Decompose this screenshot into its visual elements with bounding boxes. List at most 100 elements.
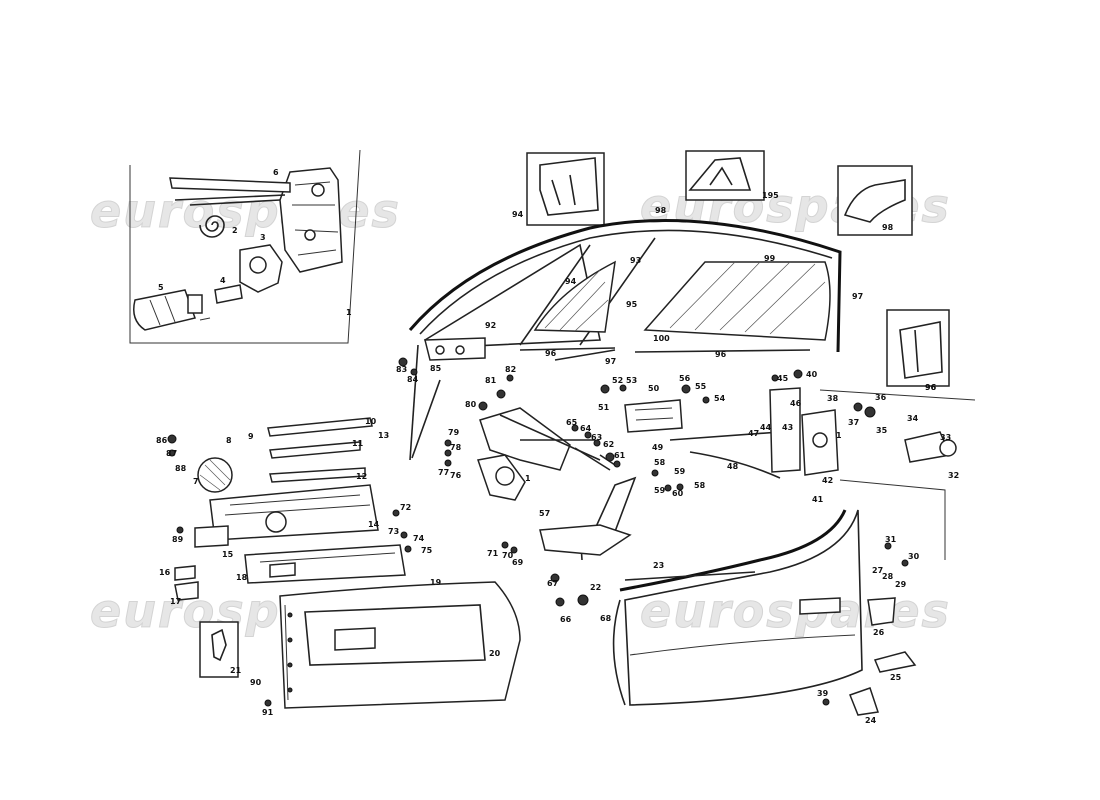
callout-c29: 29: [895, 580, 907, 589]
callout-c96c: 96: [925, 383, 937, 392]
callout-c89: 89: [172, 535, 184, 544]
callout-c99: 99: [764, 254, 776, 263]
callout-c2: 2: [232, 226, 238, 235]
callout-c85: 85: [430, 364, 442, 373]
window-regulator: [477, 407, 637, 561]
callout-c27: 27: [872, 566, 883, 575]
callout-c98: 98: [655, 206, 667, 215]
door-lock-assembly: [624, 387, 976, 560]
callout-c4: 4: [220, 276, 226, 285]
callout-c38: 38: [827, 394, 839, 403]
callout-c22: 22: [590, 583, 601, 592]
callout-c74: 74: [413, 534, 425, 543]
callout-c48: 48: [727, 462, 739, 471]
seal-section-195-box: [685, 150, 765, 201]
callout-c42: 42: [822, 476, 833, 485]
callout-c92: 92: [485, 321, 496, 330]
seal-profile-sketches: [526, 150, 950, 387]
callout-c95: 95: [626, 300, 638, 309]
trim-clips: [287, 612, 293, 693]
callout-c46: 46: [790, 399, 802, 408]
callout-c53: 53: [626, 376, 637, 385]
callout-c97b: 97: [605, 357, 616, 366]
callout-c61: 61: [614, 451, 626, 460]
callout-c95b: 195: [762, 191, 779, 200]
callout-c76: 76: [450, 471, 462, 480]
callout-c7: 7: [193, 477, 199, 486]
seal-section-98-box: [837, 165, 913, 236]
callout-c84: 84: [407, 375, 419, 384]
callout-c54: 54: [714, 394, 726, 403]
callout-c35: 35: [876, 426, 888, 435]
callout-c63: 63: [591, 433, 602, 442]
callout-c55: 55: [695, 382, 707, 391]
callout-c12: 12: [356, 472, 367, 481]
callout-c13: 13: [378, 431, 389, 440]
callout-c91: 91: [262, 708, 274, 717]
callout-c6: 6: [273, 168, 279, 177]
callout-c30: 30: [908, 552, 920, 561]
callout-c100: 100: [653, 334, 670, 343]
callout-c60: 60: [672, 489, 684, 498]
callout-c5: 5: [158, 283, 164, 292]
callout-c56: 56: [679, 374, 691, 383]
callout-c18: 18: [236, 573, 248, 582]
callout-c96b: 96: [715, 350, 727, 359]
callout-c26: 26: [873, 628, 885, 637]
callout-c90: 90: [250, 678, 262, 687]
callout-c15: 15: [222, 550, 234, 559]
callout-c96: 96: [545, 349, 557, 358]
callout-c59b: 59: [654, 486, 666, 495]
callout-c24: 24: [865, 716, 877, 725]
callout-c78: 78: [450, 443, 462, 452]
callout-c67: 67: [547, 579, 558, 588]
callout-c23: 23: [653, 561, 664, 570]
callout-c28: 28: [882, 572, 894, 581]
callout-c37: 37: [848, 418, 859, 427]
callout-c14: 14: [368, 520, 380, 529]
callout-c11: 11: [352, 439, 364, 448]
callout-c98b: 98: [882, 223, 894, 232]
callout-c17: 17: [170, 597, 181, 606]
callout-c16: 16: [159, 568, 171, 577]
callout-c3: 3: [260, 233, 266, 242]
callout-c45: 45: [777, 374, 789, 383]
watermark-bottom-right: eurospares: [640, 584, 951, 638]
callout-c10: 10: [365, 417, 377, 426]
callout-c93: 93: [630, 256, 641, 265]
callout-c1b: 1: [525, 474, 531, 483]
callout-c82: 82: [505, 365, 516, 374]
callout-c40: 40: [806, 370, 818, 379]
callout-c87: 87: [166, 449, 177, 458]
callout-c81: 81: [485, 376, 497, 385]
seal-section-94-box: [526, 152, 605, 226]
regulator-motor-inset: [129, 149, 361, 344]
callout-c44: 44: [760, 423, 772, 432]
callout-c9: 9: [248, 432, 254, 441]
callout-c32: 32: [948, 471, 959, 480]
callout-c64: 64: [580, 424, 592, 433]
callout-c25: 25: [890, 673, 902, 682]
callout-c66: 66: [560, 615, 572, 624]
callout-c79: 79: [448, 428, 460, 437]
callout-c69: 69: [512, 558, 524, 567]
callout-c39: 39: [817, 689, 829, 698]
watermark-top-left: eurospares: [90, 184, 401, 238]
callout-c86: 86: [156, 436, 168, 445]
callout-c94: 94: [512, 210, 524, 219]
callout-c21: 21: [230, 666, 242, 675]
callout-c96d: 96: [925, 383, 937, 392]
callout-c47: 47: [748, 429, 759, 438]
callout-c49: 49: [652, 443, 664, 452]
callout-c19: 19: [430, 578, 442, 587]
callout-c41: 41: [812, 495, 824, 504]
callout-c70: 70: [502, 551, 514, 560]
callout-c80: 80: [465, 400, 477, 409]
callout-c77: 77: [438, 468, 449, 477]
door-trim-panel: [174, 417, 521, 709]
callout-c62: 62: [603, 440, 614, 449]
callout-c59: 59: [674, 467, 686, 476]
callout-c88: 88: [175, 464, 187, 473]
